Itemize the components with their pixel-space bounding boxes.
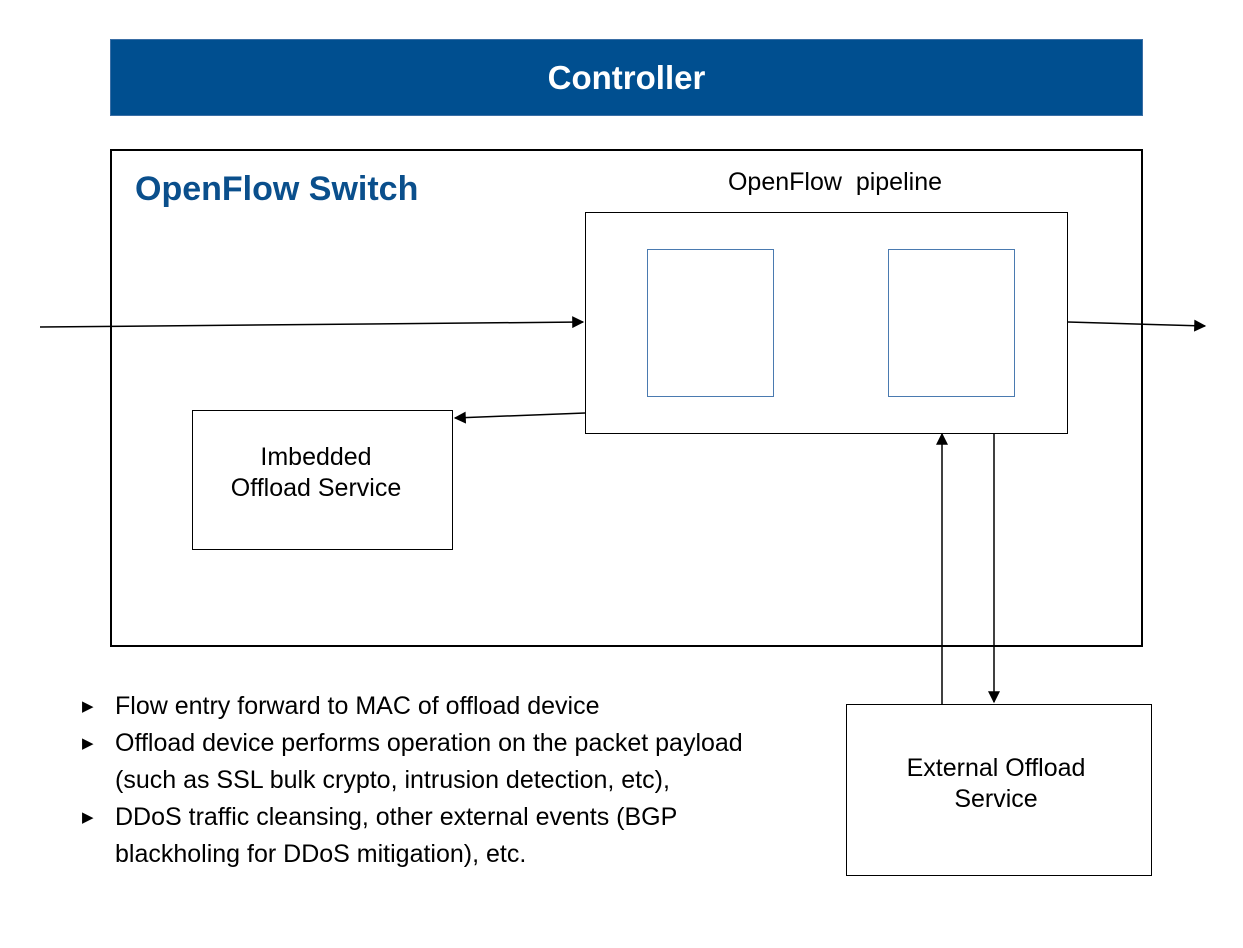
- external-offload-box: [846, 704, 1152, 876]
- bullet-list: ▶ Flow entry forward to MAC of offload de…: [82, 688, 852, 873]
- external-offload-line1: External Offload: [906, 754, 1086, 782]
- imbedded-offload-label: Imbedded Offload Service: [192, 442, 440, 504]
- external-offload-label: External Offload Service: [846, 753, 1146, 815]
- bullet-item: ▶ Offload device performs operation on th…: [82, 725, 852, 799]
- bullet-line: blackholing for DDoS mitigation), etc.: [115, 840, 527, 868]
- flow-table-2: [888, 249, 1015, 397]
- bullet-item: ▶ Flow entry forward to MAC of offload de…: [82, 688, 852, 725]
- ingress-arrow: [39, 316, 585, 329]
- pipeline-label: OpenFlow pipeline: [727, 168, 942, 196]
- imbedded-offload-line1: Imbedded: [260, 443, 372, 471]
- flow-table-1: [647, 249, 774, 397]
- egress-arrow: [1067, 319, 1207, 332]
- bullet-line: Flow entry forward to MAC of offload dev…: [115, 692, 600, 720]
- switch-title: OpenFlow Switch: [135, 170, 419, 208]
- bullet-item: ▶ DDoS traffic cleansing, other external …: [82, 799, 852, 873]
- bullet-line: (such as SSL bulk crypto, intrusion dete…: [115, 766, 670, 794]
- imbedded-offload-box: [192, 410, 453, 550]
- triangle-right-icon: ▶: [82, 809, 94, 826]
- openflow-switch-box: [110, 149, 1143, 647]
- triangle-right-icon: ▶: [82, 698, 94, 715]
- to-imbedded-arrow: [453, 411, 586, 424]
- bullet-line: Offload device performs operation on the…: [115, 729, 743, 757]
- bullet-line: DDoS traffic cleansing, other external e…: [115, 803, 678, 831]
- triangle-right-icon: ▶: [82, 735, 94, 752]
- imbedded-offload-line2: Offload Service: [230, 474, 402, 502]
- external-offload-line2: Service: [954, 785, 1038, 813]
- controller-label: Controller: [547, 58, 706, 96]
- controller-bar: Controller: [110, 39, 1143, 116]
